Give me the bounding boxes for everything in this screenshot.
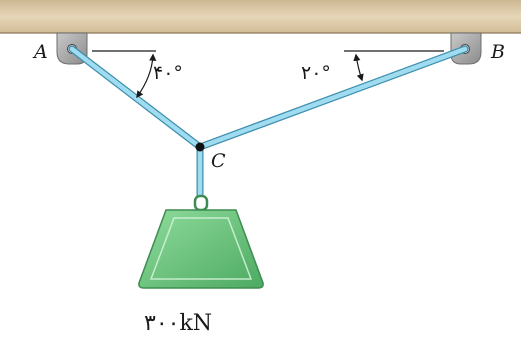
label-b: B [490,41,505,63]
ceiling [0,0,521,33]
label-c: C [211,150,226,172]
angle-arc-a [136,53,157,99]
angle-arc-b [353,53,364,82]
angle-label-b: ۲۰° [301,62,331,84]
angle-label-a: ۴۰° [153,62,183,84]
label-a: A [32,41,48,63]
weight-block [138,194,264,289]
cable-bc [196,45,469,151]
load-label: ۳۰۰kN [144,311,212,336]
cable-ac [68,45,204,151]
joint-c-dot [195,142,205,152]
